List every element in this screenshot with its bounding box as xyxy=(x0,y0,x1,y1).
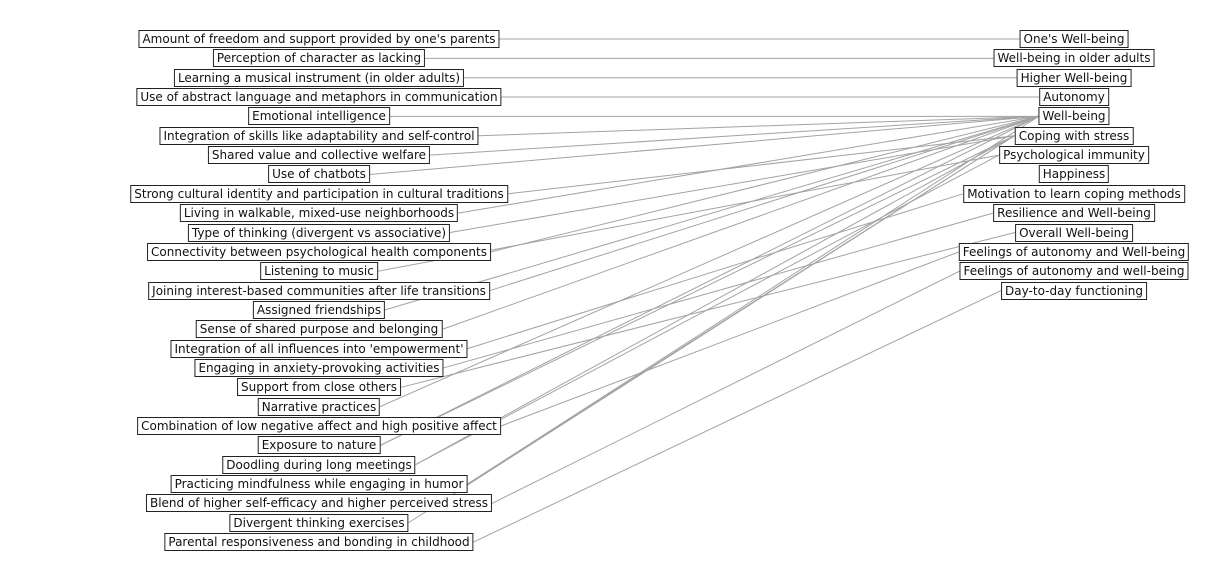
edge-line xyxy=(478,115,1039,137)
left-node: Support from close others xyxy=(237,378,401,397)
right-node: Overall Well-being xyxy=(1015,223,1133,242)
right-node: Higher Well-being xyxy=(1016,68,1132,87)
edge-line xyxy=(384,115,1039,311)
left-node: Exposure to nature xyxy=(257,436,381,455)
left-node: Integration of skills like adaptability … xyxy=(159,126,479,145)
edge-line xyxy=(473,290,1002,543)
left-node: Sense of shared purpose and belonging xyxy=(195,320,443,339)
edge-line xyxy=(491,270,960,504)
edge-line xyxy=(443,212,994,369)
edge-line xyxy=(369,115,1039,175)
left-node: Assigned friendships xyxy=(252,300,386,319)
left-node: Integration of all influences into 'empo… xyxy=(170,339,468,358)
right-node: Well-being xyxy=(1038,107,1110,126)
right-node: Day-to-day functioning xyxy=(1001,281,1147,300)
left-node: Listening to music xyxy=(260,262,378,281)
left-node: Parental responsiveness and bonding in c… xyxy=(164,533,474,552)
left-node: Blend of higher self-efficacy and higher… xyxy=(145,494,493,513)
edge-line xyxy=(380,115,1039,446)
left-node: Doodling during long meetings xyxy=(222,455,416,474)
left-node: Connectivity between psychological healt… xyxy=(147,242,491,261)
right-node: Motivation to learn coping methods xyxy=(963,184,1185,203)
right-node: Feelings of autonomy and well-being xyxy=(959,262,1189,281)
edge-line xyxy=(379,115,1039,408)
edge-line xyxy=(489,115,1039,292)
right-node: One's Well-being xyxy=(1019,30,1129,48)
left-node: Shared value and collective welfare xyxy=(207,146,431,165)
left-node: Strong cultural identity and participati… xyxy=(130,184,508,203)
left-node: Practicing mindfulness while engaging in… xyxy=(170,475,468,494)
left-node: Combination of low negative affect and h… xyxy=(137,417,501,435)
edge-line xyxy=(442,115,1039,330)
edge-line xyxy=(415,135,1015,466)
right-node: Feelings of autonomy and Well-being xyxy=(958,242,1190,261)
edge-line xyxy=(467,193,964,350)
edge-layer xyxy=(369,38,1039,543)
edge-line xyxy=(507,135,1015,195)
edge-line xyxy=(467,115,1039,485)
left-node: Amount of freedom and support provided b… xyxy=(138,30,500,48)
left-node: Living in walkable, mixed-use neighborho… xyxy=(179,204,459,223)
edge-line xyxy=(457,115,1039,214)
right-node: Happiness xyxy=(1038,165,1110,184)
edge-line xyxy=(408,135,1015,524)
left-node: Learning a musical instrument (in older … xyxy=(173,68,465,87)
left-node: Emotional intelligence xyxy=(248,107,390,126)
edge-line xyxy=(490,115,1039,253)
right-node: Coping with stress xyxy=(1014,126,1134,145)
edge-line xyxy=(415,154,1000,466)
left-node: Divergent thinking exercises xyxy=(229,513,409,532)
left-node: Use of abstract language and metaphors i… xyxy=(136,88,502,107)
left-node: Joining interest-based communities after… xyxy=(148,281,490,300)
left-node: Use of chatbots xyxy=(268,165,370,184)
right-node: Resilience and Well-being xyxy=(993,204,1155,223)
right-node: Psychological immunity xyxy=(999,146,1149,165)
right-node: Autonomy xyxy=(1039,88,1109,107)
left-node: Perception of character as lacking xyxy=(212,49,426,68)
right-node: Well-being in older adults xyxy=(993,49,1155,68)
edge-line xyxy=(429,115,1039,156)
left-node: Type of thinking (divergent vs associati… xyxy=(187,223,451,242)
edge-line xyxy=(380,135,1015,446)
left-node: Engaging in anxiety-provoking activities xyxy=(194,358,444,377)
edge-line xyxy=(500,251,960,427)
left-node: Narrative practices xyxy=(257,397,381,416)
